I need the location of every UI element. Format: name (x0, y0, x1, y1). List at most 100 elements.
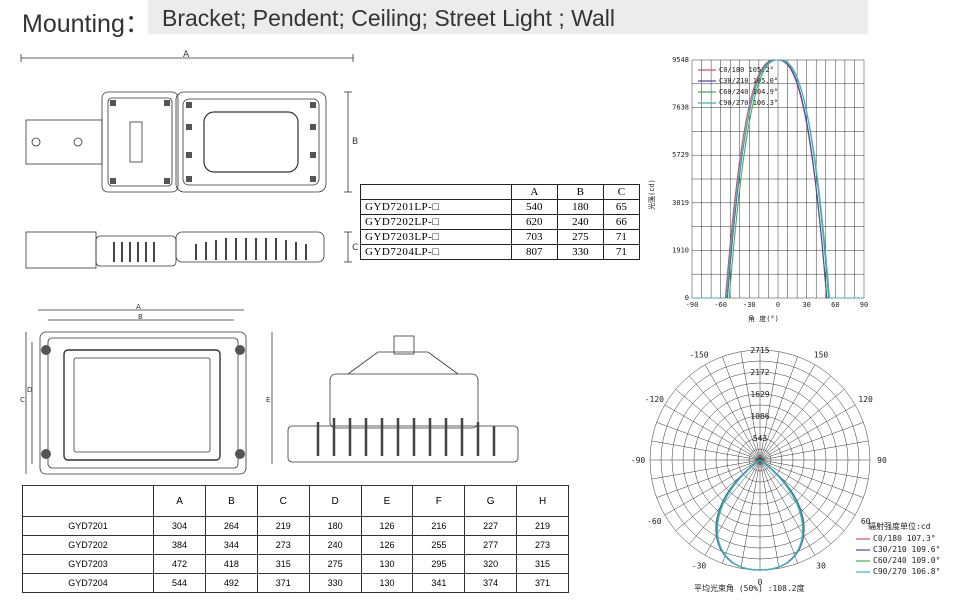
table-header-cell: F (412, 485, 466, 517)
polar-spoke (759, 364, 816, 461)
dim-a-label: A (183, 50, 190, 60)
polar-spoke (759, 356, 798, 461)
polar-spoke (759, 440, 869, 461)
table-cell: 219 (516, 516, 569, 536)
dim-b-label: B (352, 137, 358, 147)
table-cell: 384 (153, 535, 206, 555)
legend-entry: C0/180 105.2° (719, 66, 774, 74)
table-cell: 320 (464, 554, 518, 574)
polar-spoke (759, 351, 780, 461)
table-cell: 71 (602, 244, 641, 260)
x-tick-label: -60 (714, 301, 727, 309)
polar-spoke (759, 459, 864, 498)
table-header-cell: B (556, 184, 604, 200)
angle-tick-label: 150 (814, 350, 829, 359)
angle-tick-label: -120 (645, 395, 664, 404)
x-tick-label: -90 (686, 301, 699, 309)
polar-series-line-3 (716, 459, 804, 571)
angle-tick-label: -150 (689, 350, 708, 359)
table-header-cell: B (204, 485, 258, 517)
radial-tick-label: 1086 (750, 412, 769, 421)
y-axis-label: 光强(cd) (647, 179, 656, 210)
table-cell: 620 (510, 214, 558, 230)
polar-spoke (759, 422, 864, 461)
table-cell: GYD7204 (21, 573, 155, 593)
polar-spoke (759, 459, 780, 569)
angle-tick-label: 60 (861, 517, 871, 526)
table-header-cell: A (153, 485, 206, 517)
table-cell: 180 (308, 516, 362, 536)
table-header-cell: D (308, 485, 362, 517)
polar-spoke (740, 459, 761, 569)
polar-spoke (656, 422, 761, 461)
table-cell: 330 (556, 244, 604, 260)
table-cell: 126 (360, 535, 414, 555)
table-cell: GYD7202LP-□ (360, 214, 512, 230)
polar-spoke (722, 356, 761, 461)
table-cell: 126 (360, 516, 414, 536)
table-cell: 273 (256, 535, 310, 555)
table-header-cell: G (464, 485, 518, 517)
y-tick-label: 9548 (672, 56, 689, 64)
table-cell: GYD7201LP-□ (360, 199, 512, 215)
polar-legend: C0/180 107.3°C30/210 109.6°C60/240 109.0… (856, 534, 940, 576)
table-cell: 540 (510, 199, 558, 215)
radial-tick-label: 543 (753, 434, 768, 443)
table-cell: 216 (412, 516, 466, 536)
legend-entry: C60/240 104.9° (719, 88, 778, 96)
table-cell: 304 (153, 516, 206, 536)
dim-d-label: D (27, 386, 32, 394)
table-row: GYD7202 384 344 273 240 126 255 277 273 (21, 535, 569, 555)
table-header-cell: C (602, 184, 641, 200)
table-header-cell (360, 184, 512, 200)
table-row: GYD7202LP-□ 620 240 66 (360, 214, 641, 230)
table-header-cell: E (360, 485, 414, 517)
polar-footer: 平均光束角 (50%) :108.2度 (694, 583, 805, 593)
polar-spoke (722, 459, 761, 564)
x-tick-label: 30 (802, 301, 810, 309)
dim-b-label: B (138, 313, 143, 321)
x-axis-label: 角 度(°) (748, 314, 779, 323)
polar-spoke (759, 459, 798, 564)
polar-spoke (664, 404, 761, 461)
y-tick-label: 5729 (672, 151, 689, 159)
legend-entry: C30/210 105.0° (719, 77, 778, 85)
legend-entry: C90/270 106.3° (719, 99, 778, 107)
dim-c-label: C (20, 396, 25, 404)
polar-spoke (704, 459, 761, 556)
table-row: GYD7203 472 418 315 275 130 295 320 315 (21, 554, 569, 574)
mounting-header: Mounting： Bracket; Pendent; Ceiling; Str… (0, 0, 955, 38)
table-cell: 315 (256, 554, 310, 574)
dim-a-label: A (136, 303, 141, 311)
dim-c-label: C (352, 243, 358, 253)
legend-entry: C0/180 107.3° (873, 534, 936, 543)
table-cell: 71 (602, 229, 641, 245)
polar-spoke (759, 404, 856, 461)
polar-spoke (651, 459, 761, 480)
polar-spoke (759, 389, 845, 461)
table-row: GYD7203LP-□ 703 275 71 (360, 229, 641, 245)
x-tick-label: 60 (831, 301, 839, 309)
series-line-3 (692, 59, 864, 299)
polar-legend-title: 辐射强度单位:cd (868, 521, 931, 531)
table-cell: 807 (510, 244, 558, 260)
table-cell: 371 (256, 573, 310, 593)
table-cell: 240 (556, 214, 604, 230)
legend-entry: C90/270 106.8° (873, 567, 940, 576)
chart-legend: C0/180 105.2° C30/210 105.0° C60/240 104.9… (698, 66, 778, 107)
angle-tick-label: 90 (877, 456, 887, 465)
dimension-table-2: A B C D E F G H GYD7201 304 264 219 180 … (21, 485, 569, 593)
table-cell: 371 (516, 573, 569, 593)
table-row: GYD7201 304 264 219 180 126 216 227 219 (21, 516, 569, 536)
chart-series (692, 59, 864, 299)
table-cell: 330 (308, 573, 362, 593)
angle-tick-label: -30 (692, 562, 707, 571)
table-cell: 255 (412, 535, 466, 555)
table-cell: 315 (516, 554, 569, 574)
table-cell: 492 (204, 573, 258, 593)
polar-spoke (675, 389, 761, 461)
legend-entry: C30/210 109.6° (873, 545, 940, 554)
angle-tick-label: 120 (858, 395, 873, 404)
